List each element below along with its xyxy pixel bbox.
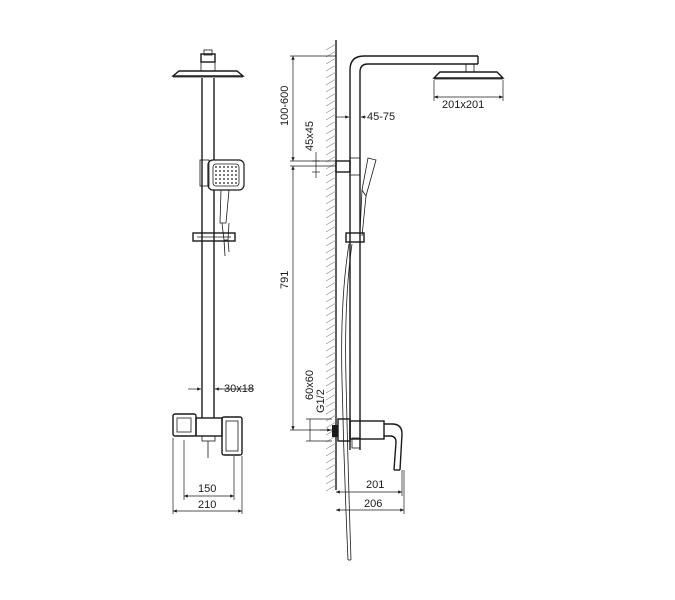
dim-total-depth: 206 [336, 470, 405, 514]
dim-label-total-depth: 206 [364, 498, 382, 510]
dim-mixer-width: 210 [172, 438, 243, 514]
front-slide-holder [192, 232, 236, 242]
dim-head-size: 201x201 [433, 80, 504, 111]
side-hand-shower [359, 157, 377, 237]
hand-shower-nozzles-icon [215, 166, 237, 184]
front-rail-pipe [201, 78, 215, 418]
dim-label-inlet-spacing: 150 [198, 483, 216, 495]
dim-label-rail-height: 791 [279, 271, 291, 289]
dim-wall-offset: 45-75 [336, 111, 395, 123]
dim-mixer-plate: 60x60 G1/2 [304, 370, 332, 442]
dim-label-thread: G1/2 [315, 389, 327, 413]
dim-label-pipe-section: 30x18 [224, 383, 254, 395]
dim-label-mixer-plate: 60x60 [304, 370, 316, 400]
dim-bracket-size: 45x45 [304, 121, 320, 178]
side-wall-bracket [335, 157, 361, 176]
side-slide-holder [345, 232, 365, 243]
dim-spout-reach: 201 [336, 470, 403, 496]
side-view: 201x201 100-600 45-75 45x45 791 [279, 40, 505, 561]
dim-arm-drop: 100-600 [279, 55, 336, 162]
dim-label-wall-offset: 45-75 [367, 111, 395, 123]
dim-label-mixer-width: 210 [198, 499, 216, 511]
dim-label-bracket-size: 45x45 [304, 121, 316, 151]
wall [325, 40, 337, 492]
side-shower-column [349, 55, 479, 450]
front-hand-shower [199, 159, 245, 257]
front-mixer [172, 413, 243, 458]
front-view: 30x18 150 210 [171, 49, 254, 514]
side-mixer [332, 418, 403, 471]
dim-label-spout-reach: 201 [366, 479, 384, 491]
dim-label-head-size: 201x201 [442, 99, 484, 111]
dim-pipe-section: 30x18 [188, 383, 254, 395]
side-shower-head [432, 63, 505, 80]
dim-inlet-spacing: 150 [183, 440, 235, 500]
dim-label-arm-drop: 100-600 [279, 86, 291, 126]
front-shower-head [171, 49, 245, 78]
